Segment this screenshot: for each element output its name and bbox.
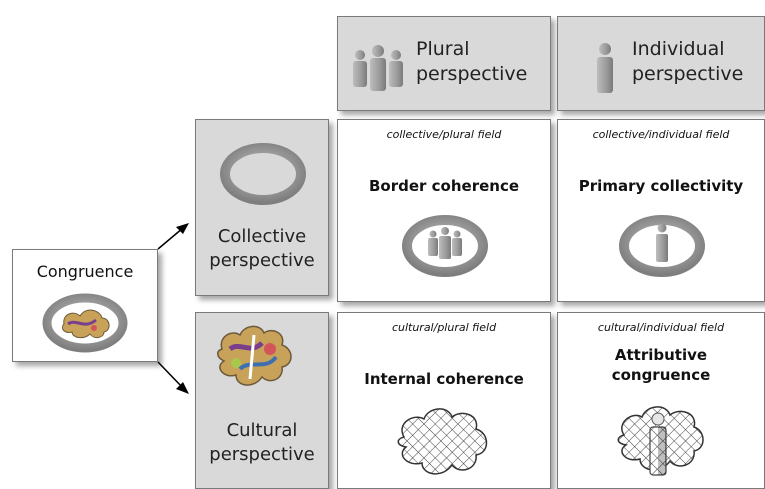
individual-line1: Individual [632,38,725,60]
colorful-ring-icon [42,293,128,353]
field-label: cultural/individual field [597,321,725,334]
group-people-icon [353,45,403,91]
collective-line2: perspective [209,250,315,271]
arrow-to-cultural [157,361,184,389]
collective-perspective-header: Collective perspective [195,119,329,296]
collective-line1: Collective [217,226,307,247]
cell-title: Attributive congruence [558,345,764,385]
plural-line1: Plural [416,38,470,60]
cultural-line1: Cultural [226,420,298,441]
field-label: collective/plural field [386,128,502,141]
plural-line2: perspective [416,63,528,85]
congruence-box: Congruence [12,249,158,362]
individual-line2: perspective [632,63,744,85]
individual-perspective-header: Individual perspective [557,16,765,111]
cell-cultural-individual: cultural/individual field Attributive co… [557,312,765,489]
cell-title: Border coherence [368,177,520,195]
colorful-puzzle-icon [217,325,292,386]
title-line1: Attributive [614,346,708,364]
collective-perspective-label: Collective perspective [196,225,328,273]
cell-collective-plural: collective/plural field Border coherence [337,119,551,302]
cell-collective-individual: collective/individual field Primary coll… [557,119,765,302]
hatched-puzzle-person-icon [617,406,704,476]
plural-perspective-label: Plural perspective [416,37,527,87]
individual-perspective-label: Individual perspective [632,37,743,87]
arrowhead-collective [176,223,189,234]
single-person-icon [597,43,613,93]
hatched-puzzle-icon [397,408,488,475]
cell-title: Internal coherence [364,370,524,388]
field-label: cultural/plural field [391,321,497,334]
cell-cultural-plural: cultural/plural field Internal coherence [337,312,551,489]
cultural-perspective-label: Cultural perspective [196,419,328,467]
ring-person-icon [619,215,705,277]
ring-group-icon [402,215,488,277]
arrow-to-collective [157,227,184,250]
title-line2: congruence [611,366,711,384]
arrowhead-cultural [176,382,189,394]
cultural-line2: perspective [209,444,315,465]
cultural-perspective-header: Cultural perspective [195,312,329,489]
ring-icon [220,143,306,205]
congruence-label: Congruence [36,262,134,281]
cell-title: Primary collectivity [578,177,744,195]
field-label: collective/individual field [592,128,730,141]
plural-perspective-header: Plural perspective [337,16,551,111]
